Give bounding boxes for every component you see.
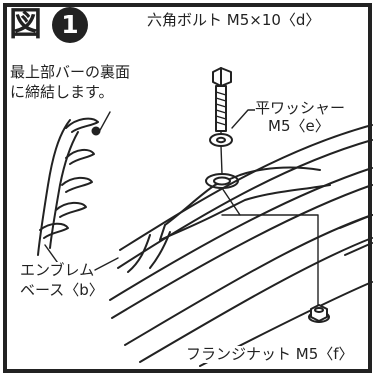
top-bar-note-line2: に締結します。 [10, 83, 114, 102]
emblem-base-icon [37, 117, 101, 256]
top-bar-note-line1: 最上部バーの裏面 [10, 63, 131, 82]
flat-washer-size-label: M5〈e〉 [268, 117, 330, 136]
top-bar-bracket [127, 166, 331, 273]
emblem-base-label: エンブレム [20, 261, 95, 280]
assembly-axis [220, 131, 319, 306]
emblem-base-code-label: ベース〈b〉 [20, 281, 104, 300]
flat-washer-icon [209, 133, 233, 147]
figure-number-badge: 1 [52, 7, 88, 43]
flange-nut-icon [308, 304, 330, 323]
figure-title-kanji: 図 [9, 4, 42, 43]
hex-bolt-icon [212, 67, 232, 132]
hex-bolt-label: 六角ボルト M5×10〈d〉 [147, 11, 321, 30]
flange-nut-label: フランジナット M5〈f〉 [186, 345, 354, 364]
bumper-rail [109, 124, 373, 367]
flat-washer-label: 平ワッシャー [255, 99, 346, 118]
figure-title: 図 [9, 7, 47, 45]
